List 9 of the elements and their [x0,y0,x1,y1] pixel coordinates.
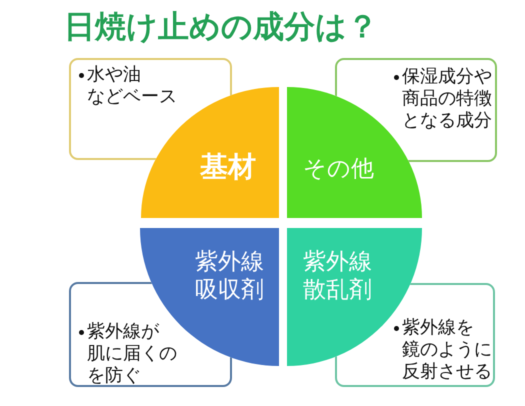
title: 日焼け止めの成分は？ [64,9,378,46]
note-text: 水や油などベース [87,64,177,108]
segment-label: 基材 [200,150,256,184]
note-text: 保湿成分や商品の特徴となる成分 [402,66,492,132]
segment-label: 紫外線散乱剤 [303,248,372,304]
segment-label: その他 [303,155,374,183]
note-text: 紫外線を鏡のように反射させる [402,317,492,383]
segment-label: 紫外線吸収剤 [195,248,264,304]
note-text: 紫外線が肌に届くのを防ぐ [87,321,177,387]
